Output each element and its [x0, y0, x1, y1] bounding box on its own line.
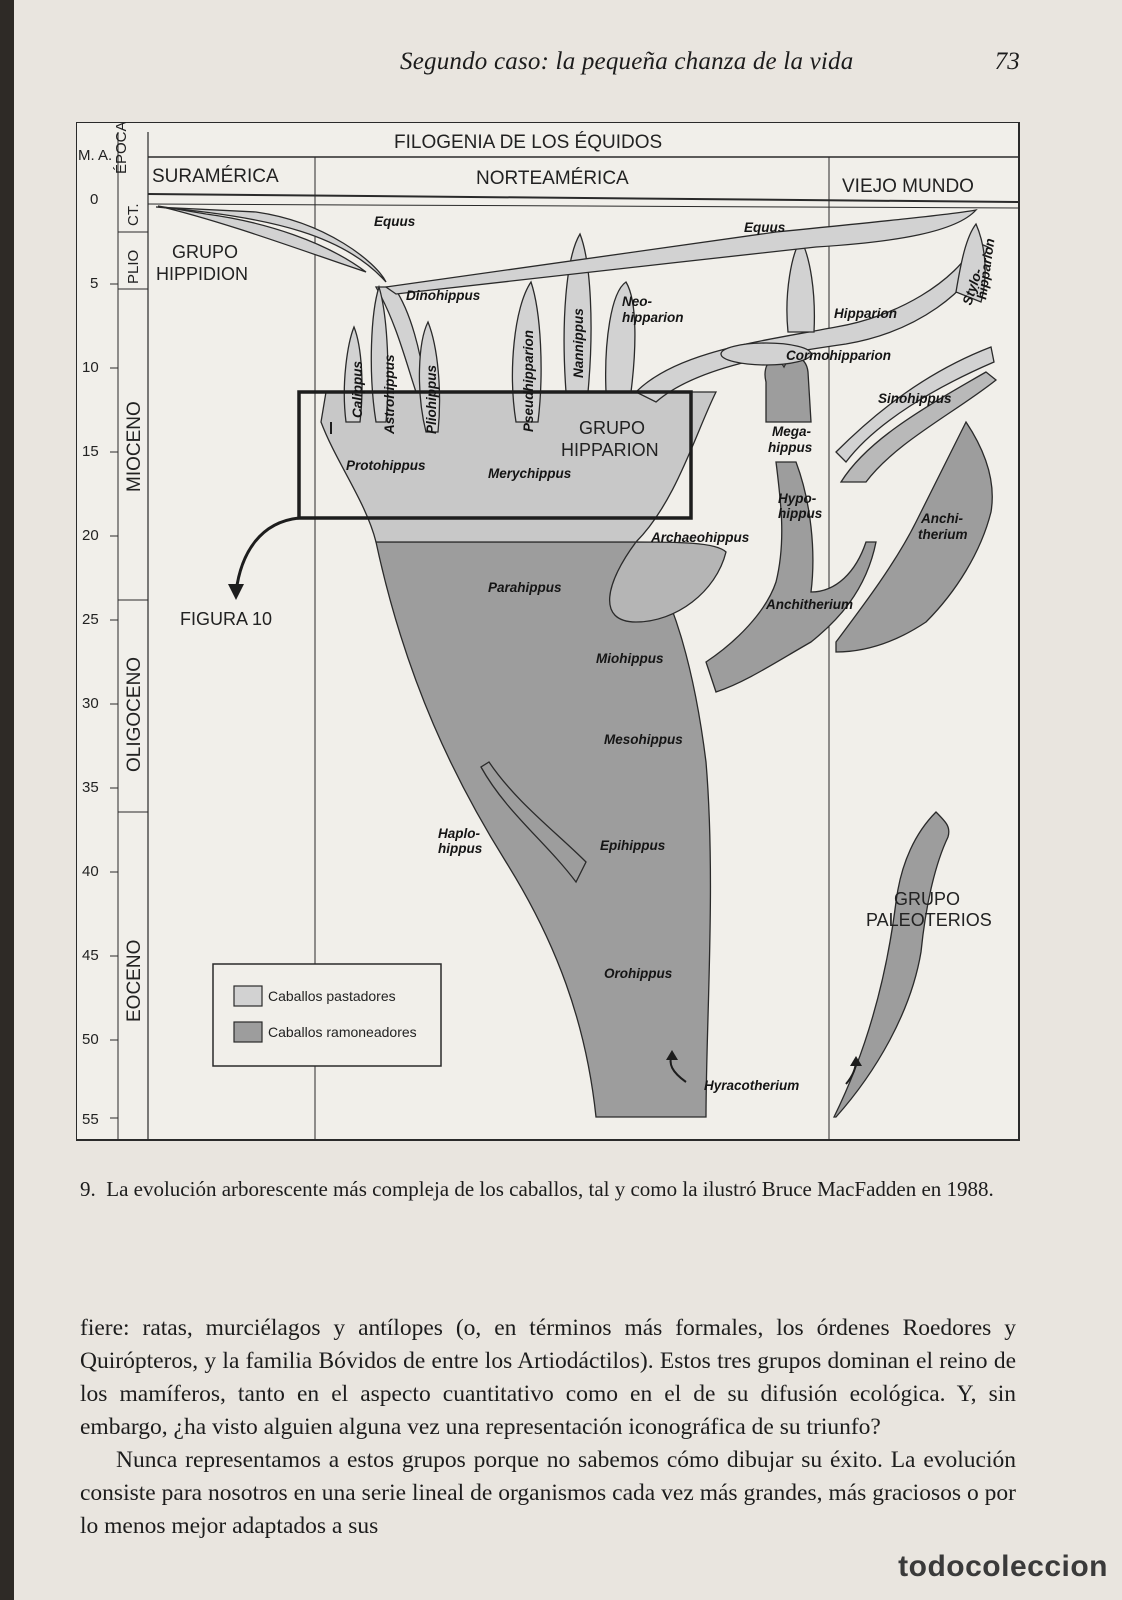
- tick-label: 50: [82, 1031, 99, 1048]
- figura-10-label: FIGURA 10: [180, 609, 272, 629]
- region-south-america: SURAMÉRICA: [152, 166, 279, 187]
- taxon-protohippus: Protohippus: [346, 458, 426, 473]
- epoch-eocene: EOCENO: [124, 940, 145, 1022]
- group-hipparion-line1: GRUPO: [579, 418, 645, 438]
- figure-caption: 9. La evolución arborescente más complej…: [80, 1174, 1016, 1204]
- paragraph-1: fiere: ratas, murciélagos y antílopes (o…: [80, 1315, 1016, 1440]
- taxon-parahippus: Parahippus: [488, 580, 562, 595]
- taxon-orohippus: Orohippus: [604, 966, 673, 981]
- taxon-haplohippus-2: hippus: [438, 841, 483, 856]
- tick-label: 20: [82, 527, 99, 544]
- taxon-nannippus: Nannippus: [571, 308, 586, 378]
- grazer-branches: [155, 205, 995, 543]
- taxon-pliohippus: Pliohippus: [424, 365, 439, 434]
- legend-label-grazers: Caballos pastadores: [268, 988, 396, 1004]
- group-paleoterios-line1: GRUPO: [894, 889, 960, 909]
- tick-label: 10: [82, 359, 99, 376]
- taxon-epihippus: Epihippus: [600, 838, 666, 853]
- taxon-hyracotherium: Hyracotherium: [704, 1078, 799, 1093]
- region-north-america: NORTEAMÉRICA: [476, 168, 629, 189]
- tick-label: 30: [82, 695, 99, 712]
- taxon-hipparion: Hipparion: [834, 306, 897, 321]
- epoch-miocene: MIOCENO: [124, 401, 145, 492]
- taxon-pseudhipparion: Pseudhipparion: [521, 330, 536, 432]
- taxon-astrohippus: Astrohippus: [382, 354, 397, 435]
- tick-label: 40: [82, 863, 99, 880]
- taxon-cormohipparion: Cormohipparion: [786, 348, 891, 363]
- taxon-megahippus-1: Mega-: [772, 424, 812, 439]
- taxon-equus-ow: Equus: [744, 220, 786, 235]
- tick-label: 15: [82, 443, 99, 460]
- paragraph-2: Nunca representamos a estos grupos porqu…: [80, 1447, 1016, 1539]
- taxon-haplohippus-1: Haplo-: [438, 826, 481, 841]
- phylogeny-figure: FILOGENIA DE LOS ÉQUIDOS M. A. ÉPOCA SUR…: [76, 122, 1020, 1141]
- legend-label-browsers: Caballos ramoneadores: [268, 1024, 417, 1040]
- body-text: fiere: ratas, murciélagos y antílopes (o…: [80, 1312, 1016, 1543]
- page-edge-shadow: [0, 0, 14, 1600]
- group-hippidion-line1: GRUPO: [172, 242, 238, 262]
- legend-swatch-browsers: [233, 1021, 263, 1043]
- tick-label: 0: [90, 191, 98, 208]
- group-hipparion-line2: HIPPARION: [561, 440, 659, 460]
- running-head: Segundo caso: la pequeña chanza de la vi…: [400, 48, 1020, 76]
- taxon-mesohippus: Mesohippus: [604, 732, 683, 747]
- taxon-neohipparion-1: Neo-: [622, 294, 653, 309]
- legend-box: [212, 963, 442, 1067]
- taxon-calippus: Calippus: [350, 361, 365, 418]
- taxon-anchitherium-ow-1: Anchi-: [920, 511, 964, 526]
- tick-label: 45: [82, 947, 99, 964]
- taxon-sinohippus: Sinohippus: [878, 391, 952, 406]
- legend: Caballos pastadores Caballos ramoneadore…: [212, 963, 442, 1067]
- taxon-anchitherium-na: Anchitherium: [765, 597, 853, 612]
- group-paleoterios-line2: PALEOTERIOS: [866, 910, 992, 930]
- taxon-dinohippus: Dinohippus: [406, 288, 481, 303]
- taxon-equus-na: Equus: [374, 214, 416, 229]
- figure-title: FILOGENIA DE LOS ÉQUIDOS: [394, 132, 662, 153]
- group-hippidion-line2: HIPPIDION: [156, 264, 248, 284]
- caption-text: La evolución arborescente más compleja d…: [106, 1177, 994, 1201]
- tick-label: 25: [82, 611, 99, 628]
- running-head-title: Segundo caso: la pequeña chanza de la vi…: [400, 48, 854, 75]
- taxon-neohipparion-2: hipparion: [622, 310, 684, 325]
- region-old-world: VIEJO MUNDO: [842, 176, 974, 197]
- tick-label: 55: [82, 1111, 99, 1128]
- watermark-logo: todocoleccion: [898, 1550, 1108, 1583]
- epoch-pliocene: PLIO: [125, 250, 142, 284]
- taxon-archaeohippus: Archaeohippus: [650, 530, 750, 545]
- tick-label: 5: [90, 275, 98, 292]
- taxon-merychippus: Merychippus: [488, 466, 572, 481]
- caption-number: 9.: [80, 1177, 96, 1201]
- tick-label: 35: [82, 779, 99, 796]
- taxon-megahippus-2: hippus: [768, 440, 813, 455]
- taxon-anchitherium-ow-2: therium: [918, 527, 968, 542]
- taxon-miohippus: Miohippus: [596, 651, 664, 666]
- epoch-recent: CT.: [125, 204, 142, 227]
- taxon-hypohippus-1: Hypo-: [778, 491, 817, 506]
- epoch-header: ÉPOCA: [113, 122, 130, 174]
- page-number: 73: [994, 48, 1020, 75]
- epoch-oligocene: OLIGOCENO: [124, 657, 145, 772]
- legend-swatch-grazers: [233, 985, 263, 1007]
- browser-branches: [375, 357, 998, 1118]
- taxon-hypohippus-2: hippus: [778, 506, 823, 521]
- time-axis-label: M. A.: [78, 147, 112, 164]
- hipparion-box: [297, 390, 693, 520]
- time-axis: 0 5 10 15 20 25 30 35 40 45 50 55: [82, 191, 118, 1128]
